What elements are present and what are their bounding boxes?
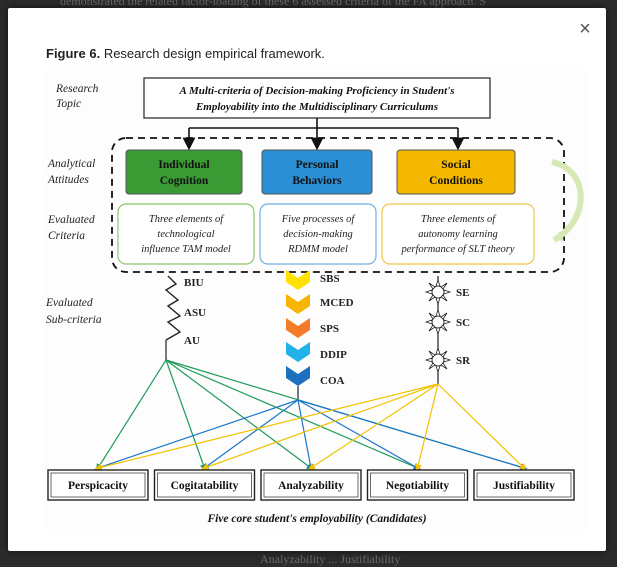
criteria-box-rdmm [259, 203, 377, 265]
label-analytical-attitudes-2: Attitudes [47, 174, 89, 186]
criteria-tam-2: technological [157, 229, 214, 240]
subcriteria-sps: SPS [320, 323, 339, 335]
arrow-green-cogitatability [165, 359, 207, 472]
figure-caption: Figure 6. Research design empirical fram… [46, 46, 325, 61]
attitude-individual-1: Individual [158, 159, 209, 171]
outcome-inner-analyzability [263, 472, 359, 498]
subcriteria-mced: MCED [320, 297, 354, 309]
arrow-blue-justifiability [297, 399, 528, 471]
arrow-yellow-cogitatability [201, 383, 439, 471]
arrow-blue-negotiability [297, 399, 421, 470]
subcriteria-asu: ASU [184, 307, 206, 319]
slt-subcriteria: SE SC SR [424, 276, 471, 384]
label-evaluated-criteria-2: Criteria [48, 230, 85, 242]
label-research-topic-1: Research [55, 83, 99, 95]
criteria-box-tam [117, 203, 255, 265]
label-evaluated-subcriteria-2: Sub-criteria [46, 314, 102, 326]
outcome-inner-justifiability [476, 472, 572, 498]
arrow-yellow-negotiability [414, 383, 439, 472]
label-evaluated-criteria-1: Evaluated [47, 214, 95, 226]
subcriteria-ddip: DDIP [320, 349, 347, 361]
subcriteria-biu: BIU [184, 277, 204, 289]
close-icon[interactable]: × [579, 18, 591, 40]
criteria-tam-1: Three elements of [149, 214, 225, 225]
subcriteria-sc: SC [456, 317, 470, 329]
chevron-mced-icon [286, 294, 310, 314]
outcome-inner-negotiability [370, 472, 465, 498]
outcome-arrows [94, 359, 528, 472]
arrow-blue-cogitatability [201, 399, 299, 471]
outcome-inner-perspicacity [50, 472, 146, 498]
attitude-personal-2: Behaviors [292, 175, 342, 187]
figure-footer: Five core student's employability (Candi… [206, 513, 426, 525]
background-bottom-text: Analyzability ... Justifiability [260, 552, 401, 566]
label-analytical-attitudes-1: Analytical [47, 158, 95, 170]
attitude-box-personal [261, 149, 373, 195]
arrow-green-negotiability [165, 359, 421, 470]
arrow-green-perspicacity [96, 359, 167, 472]
attitude-personal-1: Personal [296, 159, 339, 171]
outcome-justifiability: Justifiability [493, 480, 555, 492]
outcome-cogitatability: Cogitatability [171, 480, 239, 492]
lightning-icon [164, 275, 182, 341]
outcome-boxes: Perspicacity Cogitatability Analyzability N… [47, 469, 575, 501]
attitude-box-individual [125, 149, 243, 195]
arrow-blue-perspicacity [94, 399, 299, 471]
outcome-perspicacity: Perspicacity [68, 480, 128, 492]
caption-label: Figure 6. [46, 46, 101, 61]
arrow-yellow-justifiability [437, 383, 527, 471]
label-evaluated-subcriteria-1: Evaluated [45, 297, 93, 309]
framework-diagram: Research Topic Analytical Attitudes Eval… [42, 70, 590, 530]
tam-subcriteria: BIU ASU AU [164, 275, 206, 360]
arrow-green-analyzability [165, 359, 314, 471]
criteria-box-slt [381, 203, 535, 265]
background-top-text: demonstrated the related factor-loading … [60, 0, 487, 8]
arrow-yellow-perspicacity [94, 383, 439, 471]
chevron-sps-icon [286, 318, 310, 338]
attitude-social-2: Conditions [429, 175, 483, 187]
subcriteria-coa: COA [320, 375, 345, 387]
outcome-analyzability: Analyzability [278, 480, 344, 492]
subcriteria-se: SE [456, 287, 469, 299]
subcriteria-sr: SR [456, 355, 471, 367]
outcome-negotiability: Negotiability [386, 480, 449, 492]
subcriteria-au: AU [184, 335, 200, 347]
criteria-rdmm-1: Five processes of [281, 214, 357, 225]
attitude-box-social [396, 149, 516, 195]
subcriteria-sbs: SBS [320, 273, 340, 285]
sun-sr-icon [424, 346, 452, 374]
arrow-blue-analyzability [297, 399, 314, 472]
feedback-curve-arrow [551, 159, 584, 243]
criteria-rdmm-2: decision-making [283, 229, 352, 240]
figure-modal: × Figure 6. Research design empirical fr… [8, 8, 606, 551]
criteria-slt-2: autonomy learning [418, 229, 498, 240]
attitudes-dashed-frame [111, 137, 565, 273]
chevron-ddip-icon [286, 342, 310, 362]
label-research-topic-2: Topic [56, 98, 81, 110]
attitude-social-1: Social [441, 159, 470, 171]
topic-line-2: Employability into the Multidisciplinary… [195, 101, 438, 113]
outcome-inner-cogitatability [157, 472, 252, 498]
chevron-sbs-icon [286, 270, 310, 290]
criteria-slt-1: Three elements of [421, 214, 497, 225]
arrow-yellow-analyzability [307, 383, 439, 470]
rdmm-subcriteria: SBS MCED SPS DDIP COA [286, 270, 354, 400]
sun-se-icon [424, 278, 452, 306]
caption-text: Research design empirical framework. [103, 46, 325, 61]
sun-sc-icon [424, 308, 452, 336]
chevron-coa-icon [286, 366, 310, 386]
criteria-tam-3: influence TAM model [141, 244, 231, 255]
criteria-rdmm-3: RDMM model [287, 244, 348, 255]
topic-line-1: A Multi-criteria of Decision-making Prof… [178, 85, 454, 97]
attitude-individual-2: Cognition [160, 175, 209, 187]
criteria-slt-3: performance of SLT theory [400, 244, 514, 255]
